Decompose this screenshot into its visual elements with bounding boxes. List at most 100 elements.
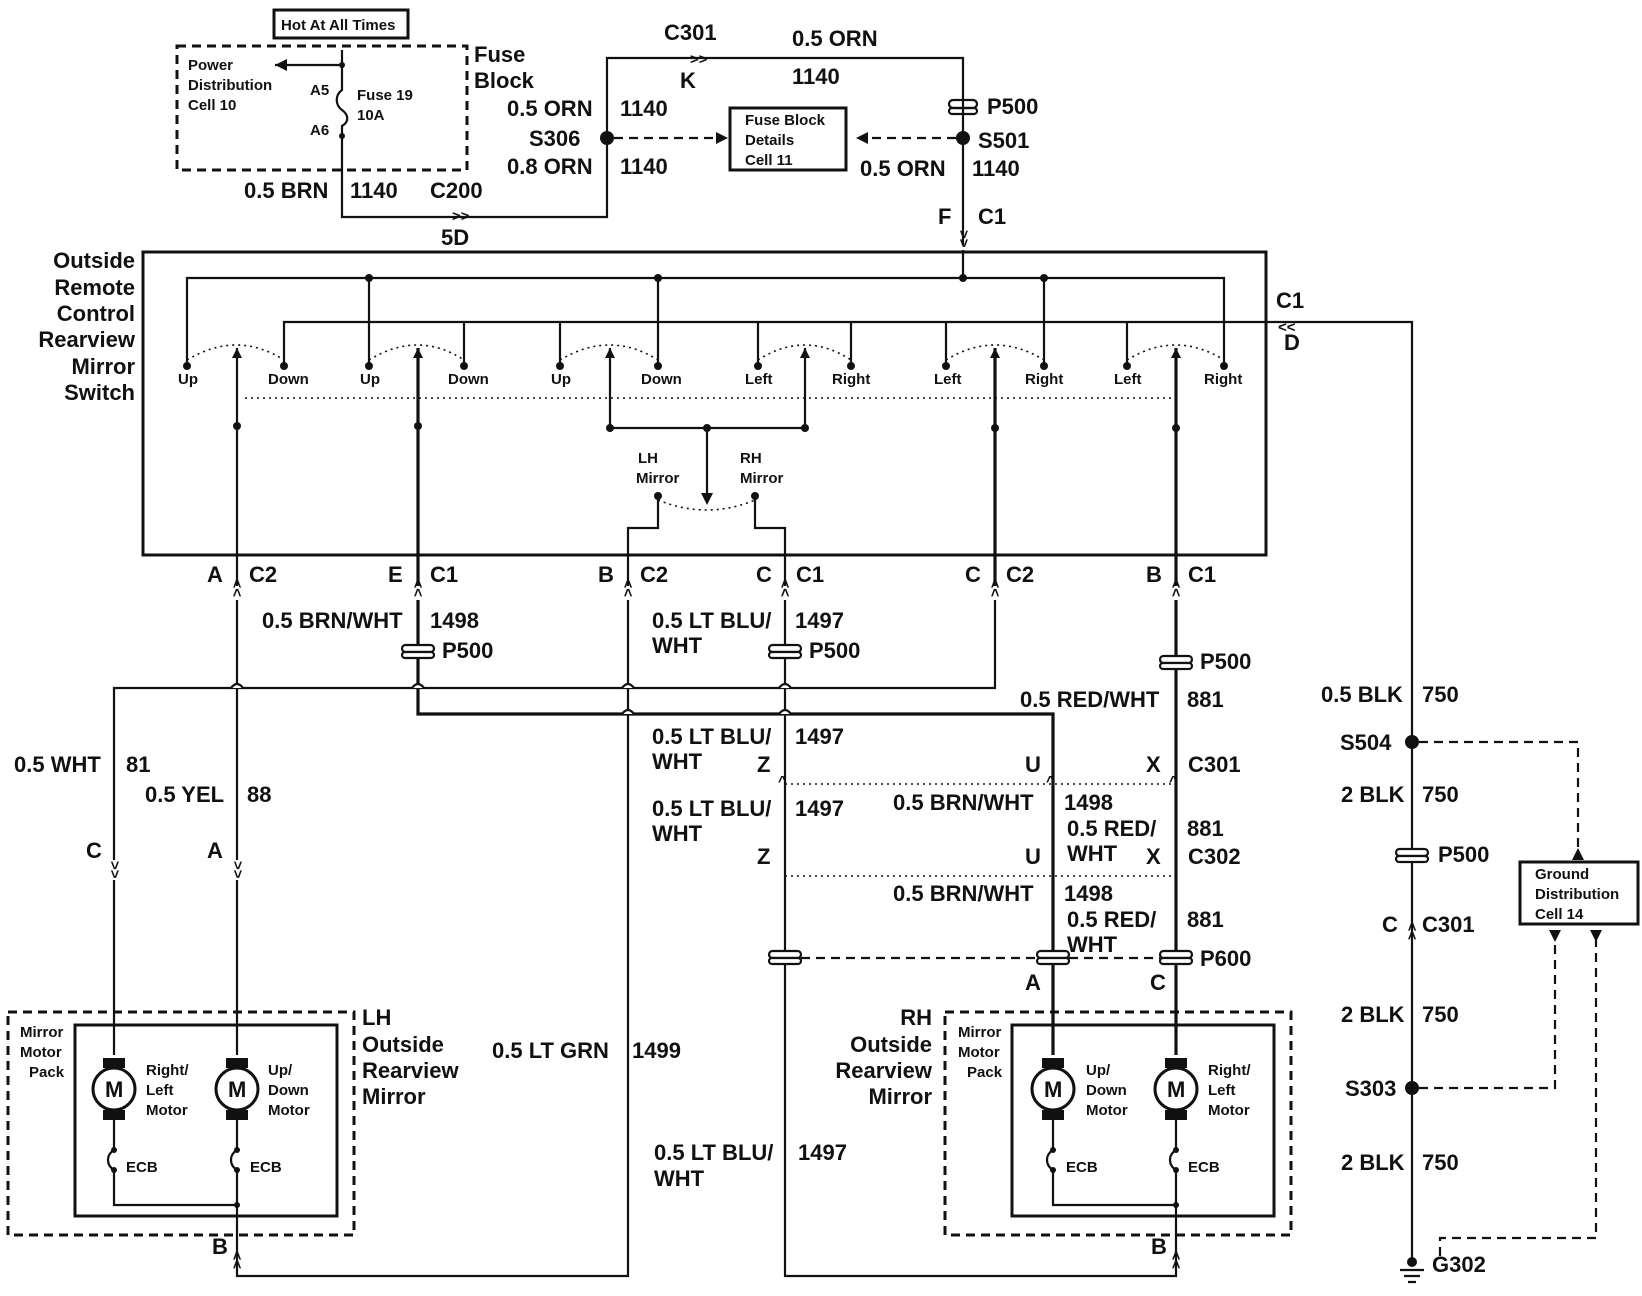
rh-pack-label: Mirror [958,1024,1002,1041]
c302-u-label: U [1025,844,1041,869]
switch-title-3: Control [57,301,135,326]
blk-750-c-circuit: 750 [1422,1002,1459,1027]
c200-connector-symbol: >> [452,208,470,225]
lh-pin-b-label: B [212,1234,228,1259]
lh-b-symbol: >> [229,1251,246,1269]
yel-88-label: 0.5 YEL [145,782,224,807]
lh-c-symbol: >> [106,861,123,879]
switch-common-poles [232,348,1181,586]
rh-motor-feeds [1051,964,1178,1055]
switch-contacts [186,344,1225,399]
switch-f-connector-symbol: >> [955,230,972,248]
lt-blu-wht-4-circuit: 1497 [798,1140,847,1165]
switch-bottom-connectors: A C2 E C1 B C2 C C1 C C2 B C1 >> >> >> >… [207,562,1216,597]
rh-motor1-label-2: Down [1086,1082,1127,1099]
rh-motor2-label: Right/ [1208,1062,1251,1079]
svg-text:>>: >> [1168,579,1185,597]
rh-pin-a-label: A [1025,970,1041,995]
s306-details-arrow [716,132,728,144]
lh-up-down-motor: M [214,1058,260,1260]
fuse-details-label-3: Cell 11 [745,152,793,169]
lh-motor1-label: Right/ [146,1062,189,1079]
splice-s306 [600,131,614,145]
rh-motor1-label: Up/ [1086,1062,1111,1079]
switch-title-1: Outside [53,248,135,273]
pos-left-1: Left [745,371,773,388]
red-wht-2-circuit: 881 [1187,816,1224,841]
pos-down-1: Down [268,371,309,388]
orn-top-circuit-label: 1140 [792,64,840,89]
brn-wht-3-label: 0.5 BRN/WHT [893,881,1034,906]
lt-grn-1499-circuit: 1499 [632,1038,681,1063]
s501-label: S501 [978,128,1029,153]
power-arrow-head [275,59,287,71]
s501-details-arrow [856,132,868,144]
fuse-name-label: Fuse 19 [357,87,413,104]
lh-pack-label-3: Pack [29,1064,65,1081]
p500-top-inline-2 [947,106,979,116]
pos-right-2: Right [1025,371,1063,388]
lh-mirror-title: LH [362,1005,391,1030]
c301-u-label: U [1025,752,1041,777]
blk-750-a-circuit: 750 [1422,682,1459,707]
rh-mirror-select-label-2: Mirror [740,470,784,487]
conn-c2-pin: C [965,562,981,587]
rh-right-left-motor: M [1153,1058,1199,1260]
lh-pack-label: Mirror [20,1024,64,1041]
svg-text:>>: >> [410,579,427,597]
fuse-block-details-box [728,106,848,172]
switch-pin-f-label: F [938,204,951,229]
lt-blu-wht-4-label-2: WHT [654,1166,705,1191]
ground-wire-750 [1285,320,1414,1265]
lt-blu-wht-3-label: 0.5 LT BLU/ [652,796,771,821]
conn-c2-c2: C2 [1006,562,1034,587]
hot-at-all-times-label: Hot At All Times [281,17,395,34]
brn-wht-1498-circuit: 1498 [430,608,479,633]
brn-wht-1498-label: 0.5 BRN/WHT [262,608,403,633]
lh-motor1-symbol: M [105,1077,123,1102]
gd-label-2: Distribution [1535,886,1619,903]
rh-mirror-pack-box [1010,1023,1276,1218]
svg-text:>>: >> [620,579,637,597]
p600-label: P600 [1200,946,1251,971]
c301-z-label: Z [757,752,770,777]
red-wht-3-label-2: WHT [1067,932,1118,957]
c301-top-connector-symbol: >> [690,51,708,68]
brn-wht-3-circuit: 1498 [1064,881,1113,906]
svg-text:>>: >> [987,579,1004,597]
c301-z-symbol: ^ [778,773,787,790]
fuse-block-box [175,44,469,172]
orn-lower-wire-label: 0.8 ORN [507,154,593,179]
switch-title-2: Remote [54,275,135,300]
switch-power-bus [185,250,1226,366]
rh-up-down-motor: M [1030,1058,1176,1207]
pos-right-3: Right [1204,371,1242,388]
blk-750-d-circuit: 750 [1422,1150,1459,1175]
svg-text:>>: >> [777,579,794,597]
pos-up-3: Up [551,371,571,388]
lh-pack-label-2: Motor [20,1044,62,1061]
orn-upper-wire-label: 0.5 ORN [507,96,593,121]
rh-motor1-label-3: Motor [1086,1102,1128,1119]
lh-motor2-symbol: M [228,1077,246,1102]
conn-a-pin: A [207,562,223,587]
c301-ground-label: C301 [1422,912,1475,937]
conn-b-pin: B [598,562,614,587]
lt-grn-1499-label: 0.5 LT GRN [492,1038,609,1063]
switch-ground-bus [282,320,1285,366]
wire-1140-brn [340,56,965,245]
lt-blu-wht-4-label: 0.5 LT BLU/ [654,1140,773,1165]
lh-mirror-pack-outline [6,1010,356,1237]
wire-crossovers [230,682,792,715]
mirror-select-outputs [626,496,787,586]
brn-circuit-label: 1140 [350,178,398,203]
lh-ecb1-label: ECB [126,1159,158,1176]
inline-p500-connectors [400,643,1194,671]
blk-750-b-label: 2 BLK [1341,782,1405,807]
c301-x-symbol: ^ [1169,773,1178,790]
fuse-block-label-2: Block [474,68,535,93]
s504-label: S504 [1340,730,1392,755]
ground-distribution-box [1518,860,1640,926]
conn-e-c1: C1 [430,562,458,587]
gd-label-3: Cell 14 [1535,906,1584,923]
